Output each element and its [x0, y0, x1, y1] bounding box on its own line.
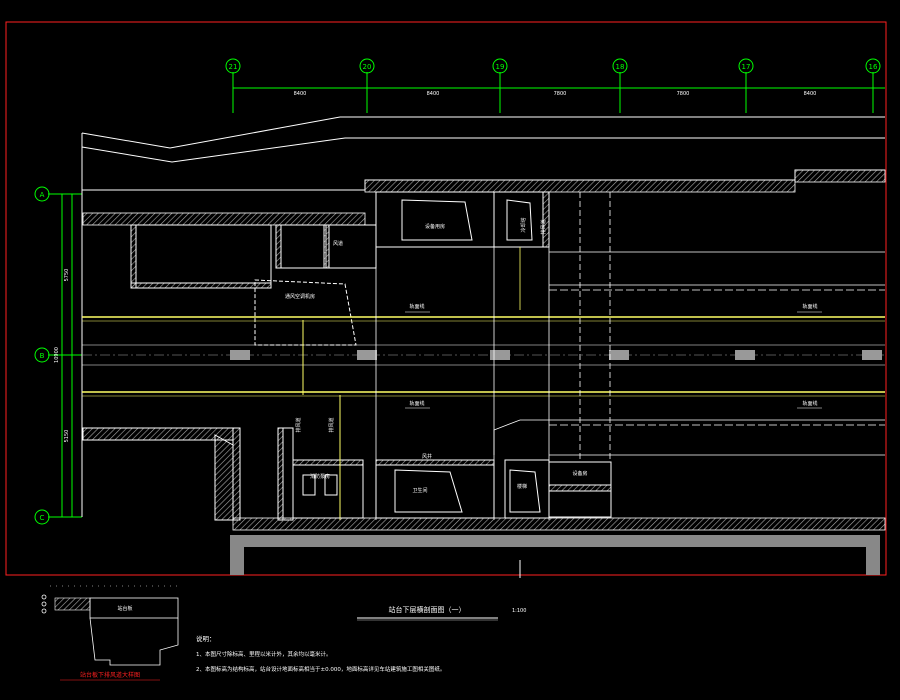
- axis-label-A: A: [40, 191, 45, 199]
- detail-title: 站台板下排风道大样图: [80, 671, 140, 679]
- room-label: 消防泵房: [310, 473, 330, 480]
- axis-bubble-C: C: [34, 509, 50, 525]
- left-dim-1: 5750: [64, 269, 70, 282]
- top-dim-3: 7800: [554, 91, 567, 97]
- note-line: 1、本图尺寸除标高、里程以米计外，其余均以毫米计。: [196, 650, 332, 658]
- track-label-group: 轨面线 轨面线 轨面线 轨面线 排风道 排风道 排风道: [295, 219, 822, 433]
- room-label: 冷却塔: [520, 217, 527, 232]
- axis-label-20: 20: [363, 63, 372, 71]
- bottom-slab: [230, 517, 886, 578]
- axis-bubble-B: B: [34, 347, 50, 363]
- track-label: 排风道: [540, 219, 547, 234]
- axis-bubble-16: 16: [865, 58, 881, 74]
- room-label: 风道: [333, 240, 343, 247]
- axis-label-C: C: [40, 514, 45, 522]
- drawing-scale: 1:100: [512, 608, 526, 614]
- axis-bubble-20: 20: [359, 58, 375, 74]
- axis-bubble-21: 21: [225, 58, 241, 74]
- axis-label-B: B: [40, 352, 45, 360]
- top-dim-1: 8400: [294, 91, 307, 97]
- title-block: 站台下层横剖面图（一） 1:100 说明： 1、本图尺寸除标高、里程以米计外，其…: [196, 605, 526, 673]
- vertical-columns: [375, 192, 885, 520]
- room-label: 风井: [422, 453, 432, 460]
- top-axis-group: 21 20 19 18 17 16 8400 8400 7800 7800 84…: [225, 58, 885, 113]
- room-label: 设备房: [572, 470, 587, 477]
- axis-bubble-18: 18: [612, 58, 628, 74]
- detail-label: 站台板: [117, 605, 132, 612]
- axis-label-19: 19: [496, 63, 505, 71]
- drawing-frame: [5, 21, 887, 576]
- room-label: 卫生间: [412, 487, 427, 494]
- top-dim-2: 8400: [427, 91, 440, 97]
- top-slab: [82, 169, 886, 226]
- track-label: 轨面线: [802, 400, 817, 407]
- axis-bubble-A: A: [34, 186, 50, 202]
- axis-label-16: 16: [869, 63, 878, 71]
- room-label: 楼梯: [517, 483, 527, 490]
- axis-label-21: 21: [229, 63, 238, 71]
- track-lines: [82, 316, 885, 397]
- top-dim-4: 7800: [677, 91, 690, 97]
- notes-heading: 说明：: [196, 634, 216, 643]
- left-dim-2: 5150: [64, 430, 70, 443]
- lower-rooms: [82, 395, 612, 521]
- room-label-group: 设备用房 风道 通风空调机房 消防泵房 卫生间 楼梯 设备房 风井 冷却塔: [285, 217, 588, 494]
- track-label: 排风道: [295, 417, 302, 432]
- axis-label-18: 18: [616, 63, 625, 71]
- drawing-title: 站台下层横剖面图（一）: [389, 605, 466, 614]
- room-label: 通风空调机房: [285, 293, 315, 300]
- room-label: 设备用房: [425, 223, 445, 230]
- left-dim-total: 10900: [54, 347, 60, 363]
- note-line: 2、本图标高为结构标高，站台设计地面标高相当于±0.000，地面标高详见车站建筑…: [196, 665, 445, 673]
- detail-inset: 站台板 站台板下排风道大样图: [41, 585, 180, 681]
- axis-bubble-19: 19: [492, 58, 508, 74]
- track-label: 排风道: [328, 417, 335, 432]
- track-label: 轨面线: [409, 400, 424, 407]
- axis-label-17: 17: [742, 63, 751, 71]
- left-axis-group: A B C 5750 5150 10900: [34, 186, 82, 525]
- top-dim-5: 8400: [804, 91, 817, 97]
- axis-bubble-17: 17: [738, 58, 754, 74]
- track-label: 轨面线: [409, 303, 424, 310]
- track-label: 轨面线: [802, 303, 817, 310]
